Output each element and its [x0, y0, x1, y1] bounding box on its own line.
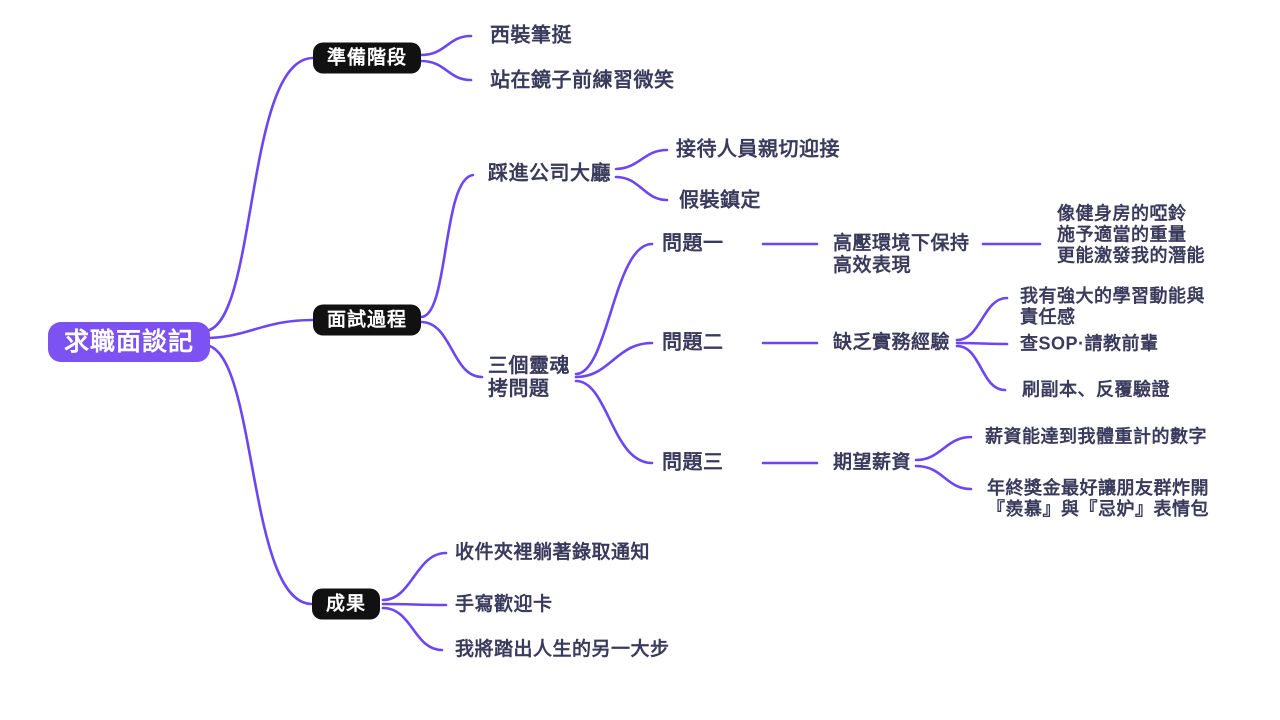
- node-offer-notification[interactable]: 收件夾裡躺著錄取通知: [455, 541, 651, 563]
- node-check-sop[interactable]: 查SOP·請教前輩: [1020, 333, 1159, 354]
- edge-questions-q2: [574, 341, 654, 379]
- node-question-2[interactable]: 問題二: [662, 331, 724, 354]
- node-salary-scale-number[interactable]: 薪資能達到我體重計的數字: [985, 426, 1207, 447]
- edge-results-step: [381, 606, 444, 652]
- branch-interview-process[interactable]: 面試過程: [313, 304, 422, 336]
- node-three-soul-questions[interactable]: 三個靈魂 拷問題: [488, 354, 570, 400]
- node-greeted-warmly[interactable]: 接待人員親切迎接: [676, 138, 840, 161]
- edge-salary-bonus: [914, 464, 973, 491]
- branch-results[interactable]: 成果: [312, 588, 381, 620]
- edge-lobby-greeting: [614, 148, 669, 171]
- edge-experience-verify: [955, 344, 1007, 392]
- edge-results-card: [381, 602, 448, 607]
- node-learning-motivation[interactable]: 我有強大的學習動能與 責任感: [1020, 286, 1205, 327]
- node-suit[interactable]: 西裝筆挺: [490, 24, 572, 47]
- branch-preparation[interactable]: 準備階段: [313, 42, 422, 74]
- edge-process-lobby: [419, 173, 475, 319]
- node-lack-experience[interactable]: 缺乏實務經驗: [833, 331, 951, 353]
- edge-lobby-calm: [614, 175, 669, 202]
- node-year-end-bonus[interactable]: 年終獎金最好讓朋友群炸開 『羨慕』與『忌妒』表情包: [987, 478, 1209, 519]
- edge-preparation-smile: [419, 59, 473, 82]
- edge-process-questions: [419, 320, 484, 379]
- edge-salary-scale: [914, 435, 973, 462]
- node-big-step[interactable]: 我將踏出人生的另一大步: [455, 638, 670, 660]
- edge-questions-q1: [574, 242, 654, 376]
- node-practice-smile[interactable]: 站在鏡子前練習微笑: [490, 69, 675, 92]
- edge-experience-motivation: [955, 296, 1009, 342]
- edge-root-process: [202, 318, 315, 340]
- node-pretend-calm[interactable]: 假裝鎮定: [679, 189, 761, 212]
- node-welcome-card[interactable]: 手寫歡迎卡: [455, 593, 553, 615]
- edge-root-results: [202, 343, 314, 606]
- edge-experience-sop: [955, 341, 1009, 346]
- node-dumbbell-metaphor[interactable]: 像健身房的啞鈴 施予適當的重量 更能激發我的潛能: [1057, 203, 1205, 266]
- node-high-pressure-performance[interactable]: 高壓環境下保持 高效表現: [833, 232, 970, 276]
- node-question-3[interactable]: 問題三: [662, 451, 724, 474]
- edge-root-preparation: [202, 56, 315, 333]
- edge-questions-q3: [574, 379, 654, 465]
- edge-results-offer: [381, 551, 448, 602]
- node-practice-verify[interactable]: 刷副本、反覆驗證: [1022, 379, 1170, 400]
- node-company-lobby[interactable]: 踩進公司大廳: [488, 162, 611, 185]
- node-question-1[interactable]: 問題一: [662, 232, 724, 255]
- root-topic[interactable]: 求職面談記: [48, 322, 211, 362]
- edge-preparation-suit: [419, 34, 473, 57]
- node-expected-salary[interactable]: 期望薪資: [833, 451, 912, 473]
